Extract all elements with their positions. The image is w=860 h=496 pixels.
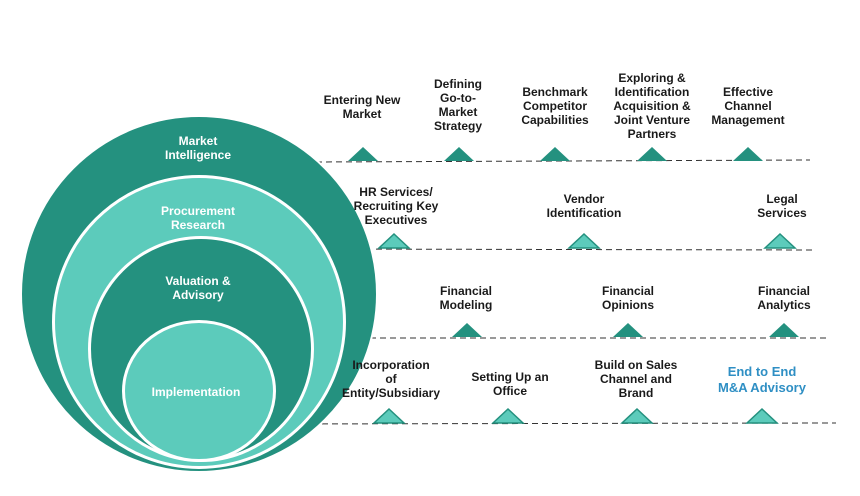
implementation-row-line	[261, 422, 837, 425]
valuation-row-marker-1-icon	[452, 323, 482, 337]
service-financial-opinions: Financial Opinions	[601, 284, 654, 312]
procurement-row-marker-3-icon	[763, 232, 797, 249]
service-incorporation: Incorporation of Entity/Subsidiary	[341, 358, 441, 400]
market-row-marker-5-icon	[733, 147, 763, 161]
implementation-label: Implementation	[151, 385, 241, 399]
implementation-circle	[122, 320, 276, 462]
service-entering-new-market: Entering New Market	[323, 93, 401, 121]
service-sales-channel-brand: Build on Sales Channel and Brand	[594, 358, 678, 400]
market-row-line	[315, 159, 811, 163]
valuation-row-marker-3-icon	[769, 323, 799, 337]
market-intelligence-label: Market Intelligence	[164, 134, 232, 162]
market-row-marker-1-icon	[348, 147, 378, 161]
service-benchmark-competitor: Benchmark Competitor Capabilities	[521, 85, 589, 127]
valuation-advisory-label: Valuation & Advisory	[165, 274, 231, 302]
procurement-research-label: Procurement Research	[160, 204, 236, 232]
service-channel-management: Effective Channel Management	[711, 85, 785, 127]
implementation-row-marker-1-icon	[372, 407, 406, 424]
end-to-end-ma-advisory: End to End M&A Advisory	[718, 364, 806, 395]
service-vendor-identification: Vendor Identification	[546, 192, 622, 220]
procurement-row-line	[315, 248, 817, 251]
procurement-row-marker-2-icon	[567, 232, 601, 249]
market-row-marker-3-icon	[540, 147, 570, 161]
service-go-to-market-strategy: Defining Go-to- Market Strategy	[433, 77, 483, 133]
service-financial-modeling: Financial Modeling	[439, 284, 493, 312]
procurement-row-marker-1-icon	[377, 232, 411, 249]
service-office-setup: Setting Up an Office	[471, 370, 549, 398]
service-acquisition-jv-partners: Exploring & Identification Acquisition &…	[613, 71, 691, 141]
implementation-row-marker-4-icon	[745, 407, 779, 424]
service-legal: Legal Services	[757, 192, 807, 220]
market-row-marker-2-icon	[444, 147, 474, 161]
service-financial-analytics: Financial Analytics	[757, 284, 811, 312]
implementation-row-marker-3-icon	[620, 407, 654, 424]
market-row-marker-4-icon	[637, 147, 667, 161]
implementation-row-marker-2-icon	[491, 407, 525, 424]
service-hr-recruiting: HR Services/ Recruiting Key Executives	[353, 185, 439, 227]
valuation-row-marker-2-icon	[613, 323, 643, 337]
